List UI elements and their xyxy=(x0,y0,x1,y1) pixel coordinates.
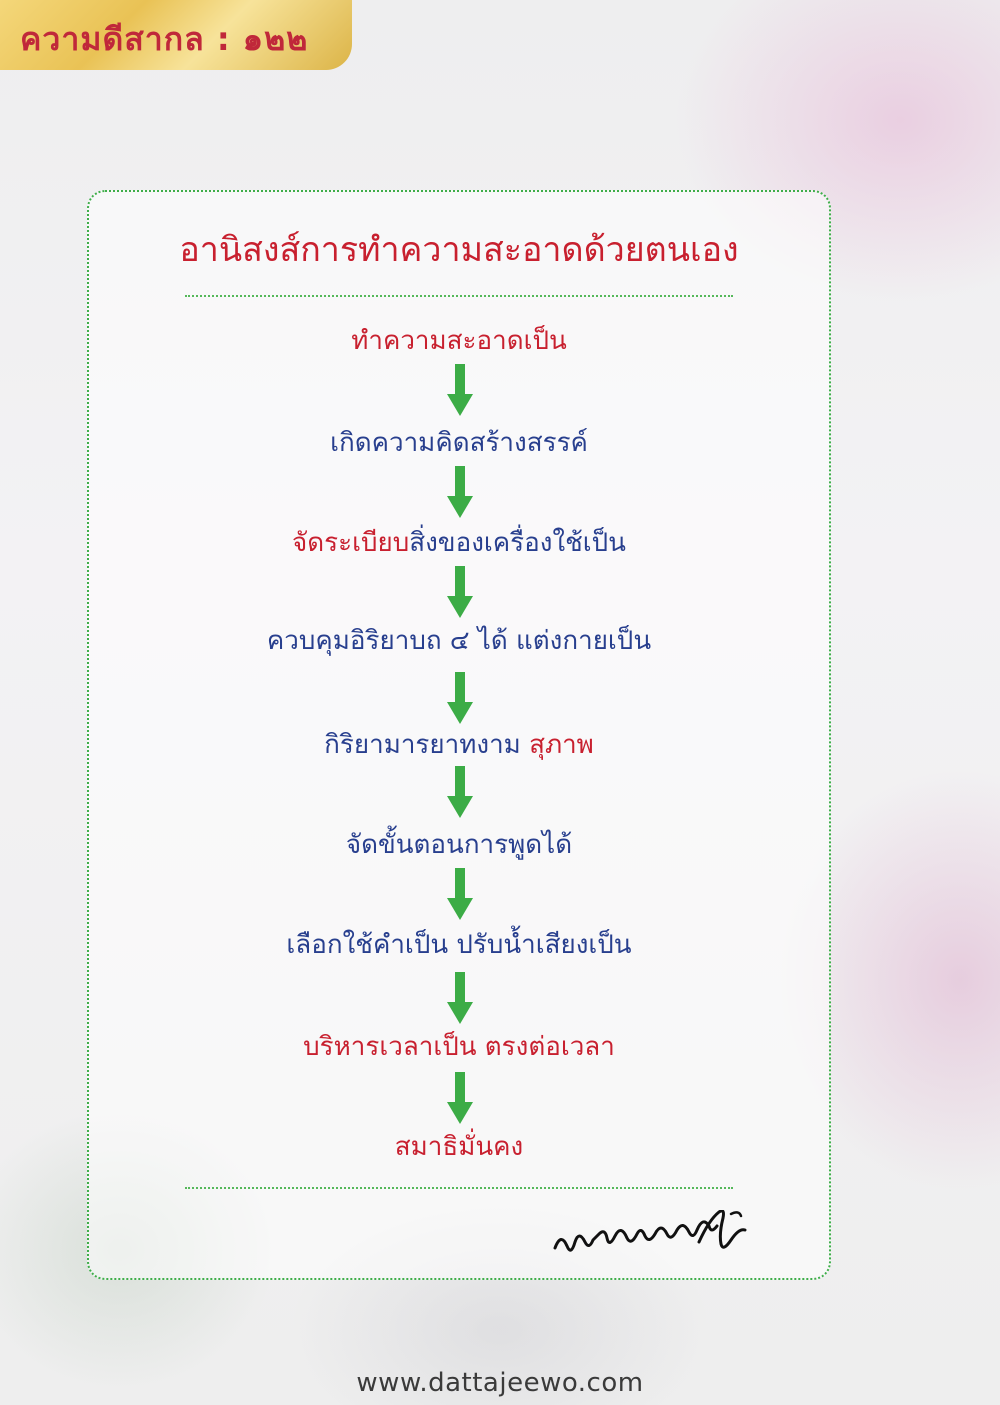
down-arrow-icon xyxy=(447,566,473,618)
step-2: เกิดความคิดสร้างสรรค์ xyxy=(89,426,829,460)
content-card: อานิสงส์การทำความสะอาดด้วยตนเอง ทำความสะ… xyxy=(87,190,831,1280)
down-arrow-icon xyxy=(447,972,473,1024)
step-1-text: ทำความสะอาดเป็น xyxy=(351,326,567,356)
step-1: ทำความสะอาดเป็น xyxy=(89,324,829,358)
step-5-text-b: สุภาพ xyxy=(529,730,594,760)
top-divider xyxy=(185,295,733,297)
step-4: ควบคุมอิริยาบถ ๔ ได้ แต่งกายเป็น xyxy=(89,624,829,658)
page-number-label: ความดีสากล : ๑๒๒ xyxy=(20,20,309,58)
step-3-text-b: สิ่งของเครื่องใช้เป็น xyxy=(409,528,626,558)
step-6: จัดขั้นตอนการพูดได้ xyxy=(89,828,829,862)
down-arrow-icon xyxy=(447,364,473,416)
down-arrow-icon xyxy=(447,868,473,920)
step-4-text: ควบคุมอิริยาบถ ๔ ได้ แต่งกายเป็น xyxy=(266,626,652,656)
card-title: อานิสงส์การทำความสะอาดด้วยตนเอง xyxy=(179,230,739,270)
down-arrow-icon xyxy=(447,766,473,818)
page-number-badge: ความดีสากล : ๑๒๒ xyxy=(0,0,352,70)
step-9: สมาธิมั่นคง xyxy=(89,1130,829,1164)
down-arrow-icon xyxy=(447,466,473,518)
step-5-text-a: กิริยามารยาทงาม xyxy=(324,730,530,760)
step-5: กิริยามารยาทงาม สุภาพ xyxy=(89,728,829,762)
step-8: บริหารเวลาเป็น ตรงต่อเวลา xyxy=(89,1030,829,1064)
step-8-text: บริหารเวลาเป็น ตรงต่อเวลา xyxy=(303,1032,615,1062)
step-6-text: จัดขั้นตอนการพูดได้ xyxy=(345,830,573,860)
step-7-text: เลือกใช้คำเป็น ปรับน้ำเสียงเป็น xyxy=(286,930,632,960)
down-arrow-icon xyxy=(447,1072,473,1124)
step-3: จัดระเบียบสิ่งของเครื่องใช้เป็น xyxy=(89,526,829,560)
signature xyxy=(553,1210,747,1252)
step-3-text-a: จัดระเบียบ xyxy=(292,528,410,558)
step-9-text: สมาธิมั่นคง xyxy=(394,1132,524,1162)
down-arrow-icon xyxy=(447,672,473,724)
bottom-divider xyxy=(185,1187,733,1189)
step-2-text: เกิดความคิดสร้างสรรค์ xyxy=(330,428,588,458)
website-url: www.dattajeewo.com xyxy=(356,1368,644,1398)
step-7: เลือกใช้คำเป็น ปรับน้ำเสียงเป็น xyxy=(89,928,829,962)
